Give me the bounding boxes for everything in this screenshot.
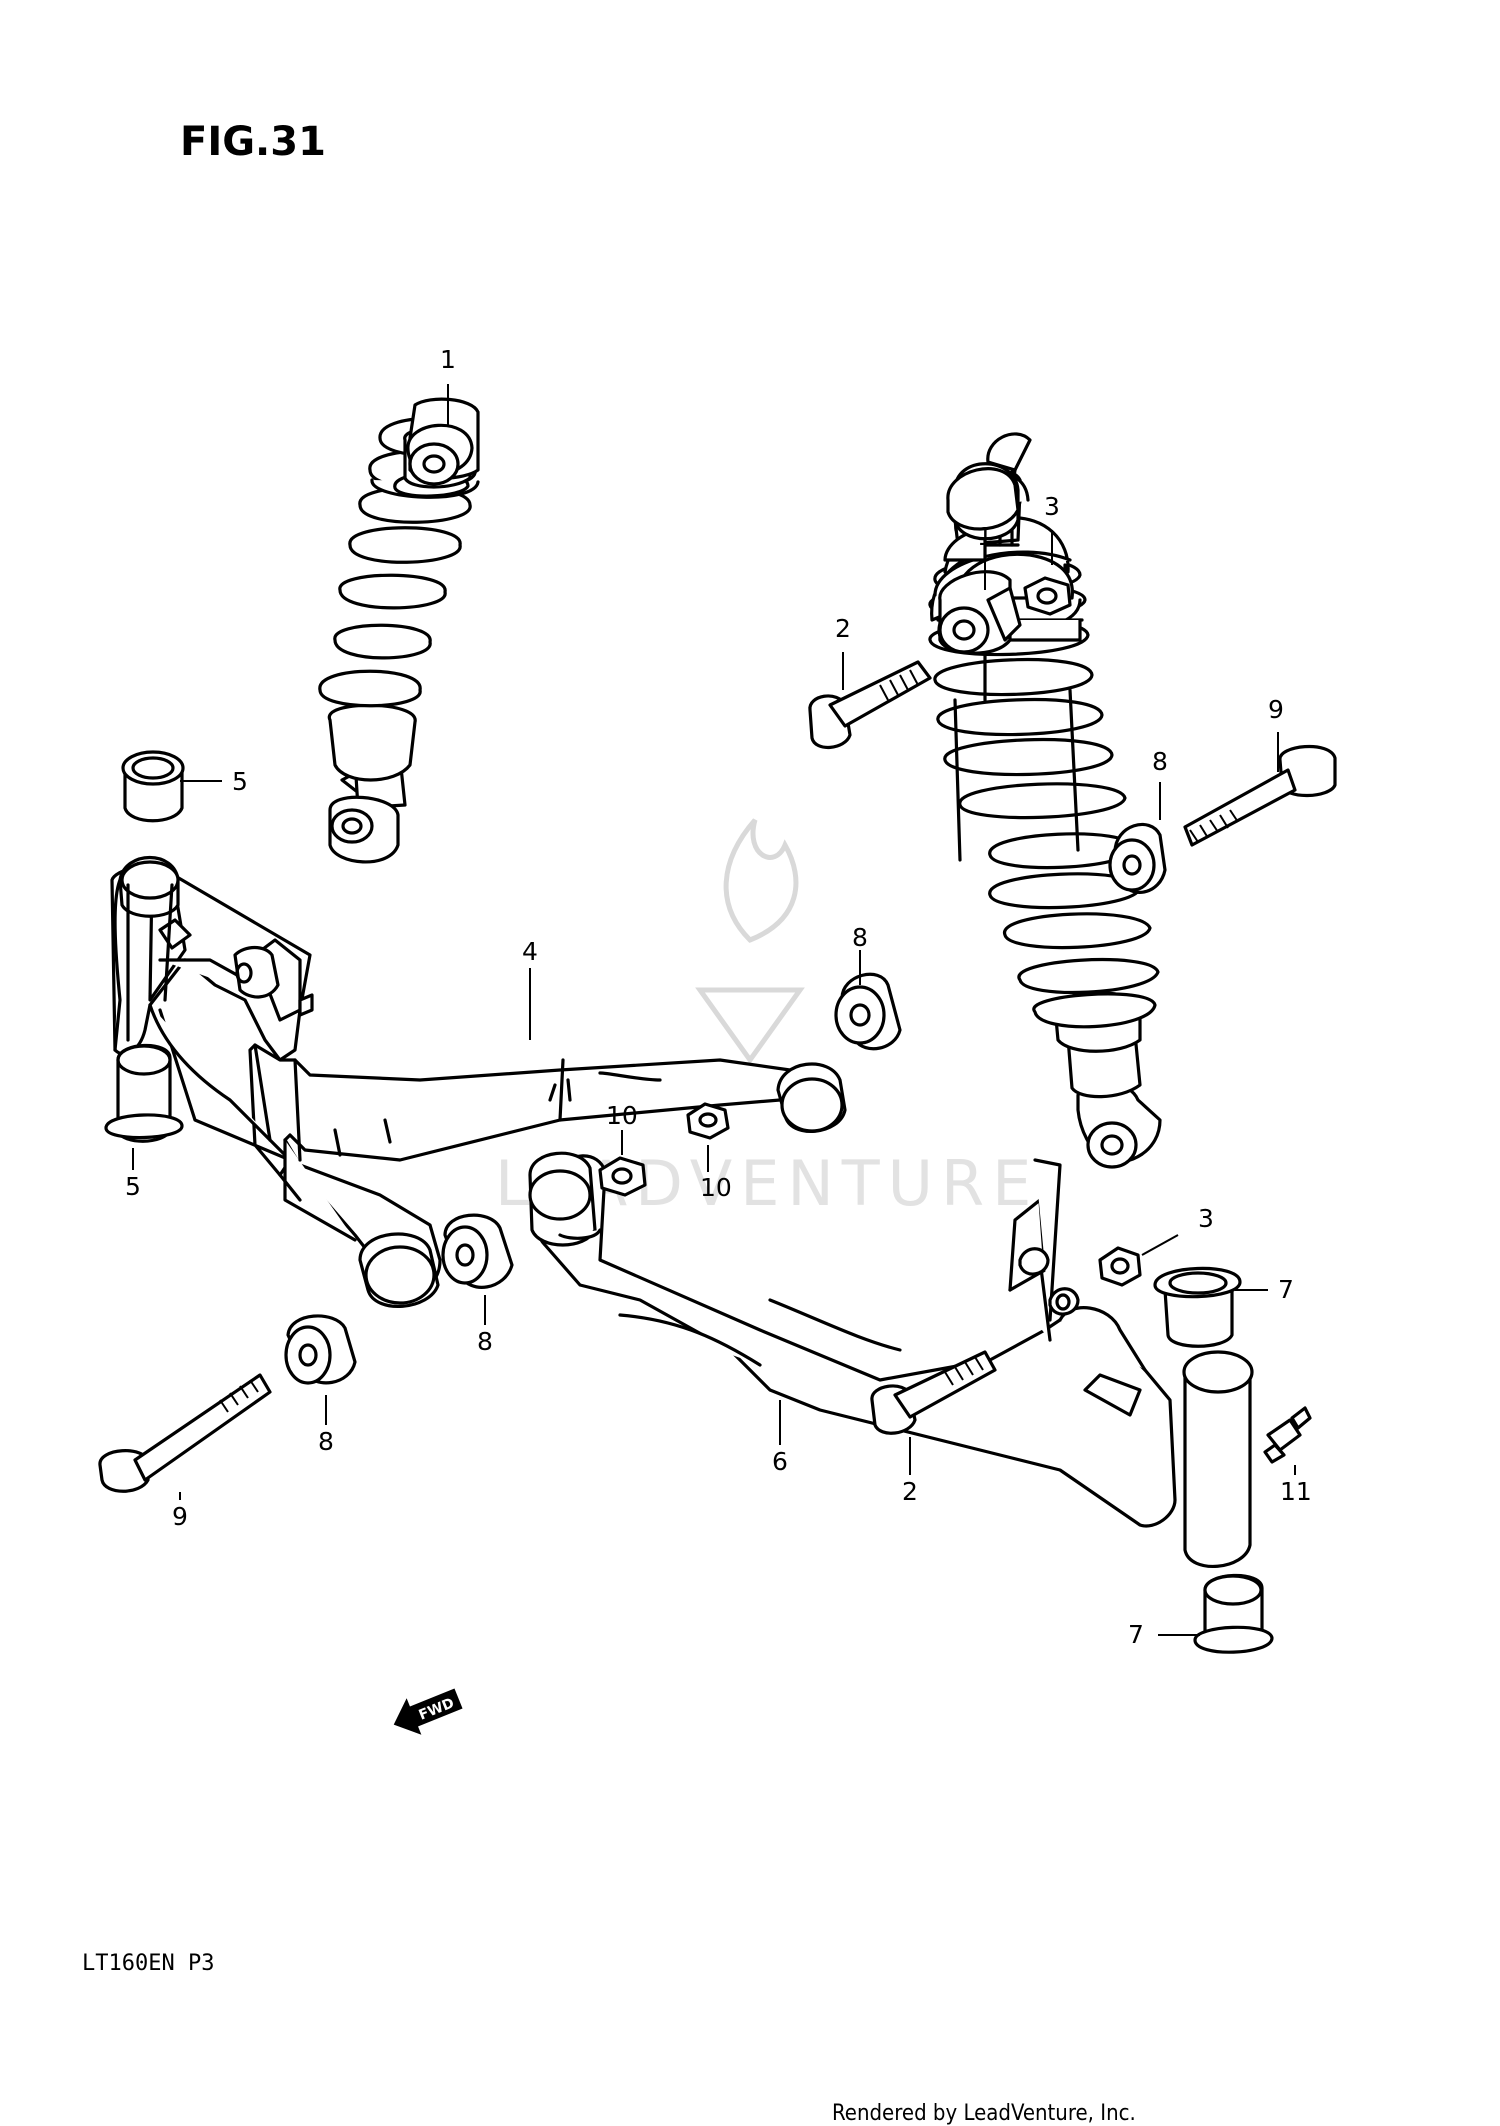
callout-3-upper-nut: 3 bbox=[1044, 492, 1060, 521]
callout-8-lower-left: 8 bbox=[318, 1427, 334, 1456]
bolt-9-lower bbox=[98, 1373, 272, 1493]
hardware bbox=[98, 576, 1337, 1654]
grease-nipple-11 bbox=[1263, 1406, 1312, 1464]
render-credit: Rendered by LeadVenture, Inc. bbox=[832, 2101, 1136, 2126]
spacer-8-upper-right bbox=[1108, 822, 1167, 894]
callout-1-right-shock: 1 bbox=[977, 522, 993, 551]
bolt-2-lower bbox=[870, 1350, 997, 1435]
fwd-arrow-icon: FWD bbox=[393, 1688, 463, 1735]
upper-arm bbox=[110, 856, 847, 1309]
bushing-7-lower bbox=[1193, 1573, 1274, 1654]
callout-2-upper-bolt: 2 bbox=[835, 614, 851, 643]
callout-9-lower-bolt: 9 bbox=[172, 1502, 188, 1531]
shock-absorber-right bbox=[928, 432, 1162, 1169]
figure-title: FIG.31 bbox=[180, 119, 326, 165]
callout-8-lower-mid: 8 bbox=[477, 1327, 493, 1356]
bushing-7-upper bbox=[1153, 1266, 1242, 1348]
nut-10-upper bbox=[686, 1102, 730, 1140]
callout-6-lower-arm: 6 bbox=[772, 1447, 788, 1476]
callout-8-middle: 8 bbox=[852, 923, 868, 952]
callout-3-lower-nut: 3 bbox=[1198, 1204, 1214, 1233]
callout-7-lower: 7 bbox=[1128, 1620, 1144, 1649]
callout-8-upper-right: 8 bbox=[1152, 747, 1168, 776]
bolt-9-upper bbox=[1183, 745, 1337, 847]
callout-10-lower: 10 bbox=[700, 1173, 732, 1202]
bushing-5-upper bbox=[121, 750, 185, 823]
nut-3-upper bbox=[1023, 576, 1072, 616]
spacer-8-lower-left bbox=[284, 1314, 357, 1385]
leader-lines bbox=[132, 384, 1296, 1636]
nut-10-lower bbox=[598, 1156, 647, 1197]
bolt-2-upper bbox=[808, 660, 932, 749]
nut-3-lower bbox=[1098, 1246, 1142, 1287]
callout-2-lower-bolt: 2 bbox=[902, 1477, 918, 1506]
spacer-8-lower-mid bbox=[441, 1213, 514, 1289]
callout-4-upper-arm: 4 bbox=[522, 937, 538, 966]
callout-9-upper-bolt: 9 bbox=[1268, 695, 1284, 724]
shock-absorber-left bbox=[318, 397, 480, 864]
callout-5-lower: 5 bbox=[125, 1172, 141, 1201]
callouts: 1 1 3 2 9 8 5 4 8 10 10 5 3 7 8 8 6 2 11… bbox=[125, 345, 1312, 1649]
lower-arm bbox=[528, 1151, 1254, 1569]
callout-11-grease-nipple: 11 bbox=[1280, 1477, 1312, 1506]
callout-7-upper: 7 bbox=[1278, 1275, 1294, 1304]
model-code: LT160EN P3 bbox=[82, 1951, 214, 1976]
spacer-8-middle bbox=[834, 972, 902, 1051]
callout-10-upper: 10 bbox=[606, 1101, 638, 1130]
callout-5-upper: 5 bbox=[232, 767, 248, 796]
bushing-5-lower bbox=[104, 1043, 184, 1143]
callout-1-left-shock: 1 bbox=[440, 345, 456, 374]
